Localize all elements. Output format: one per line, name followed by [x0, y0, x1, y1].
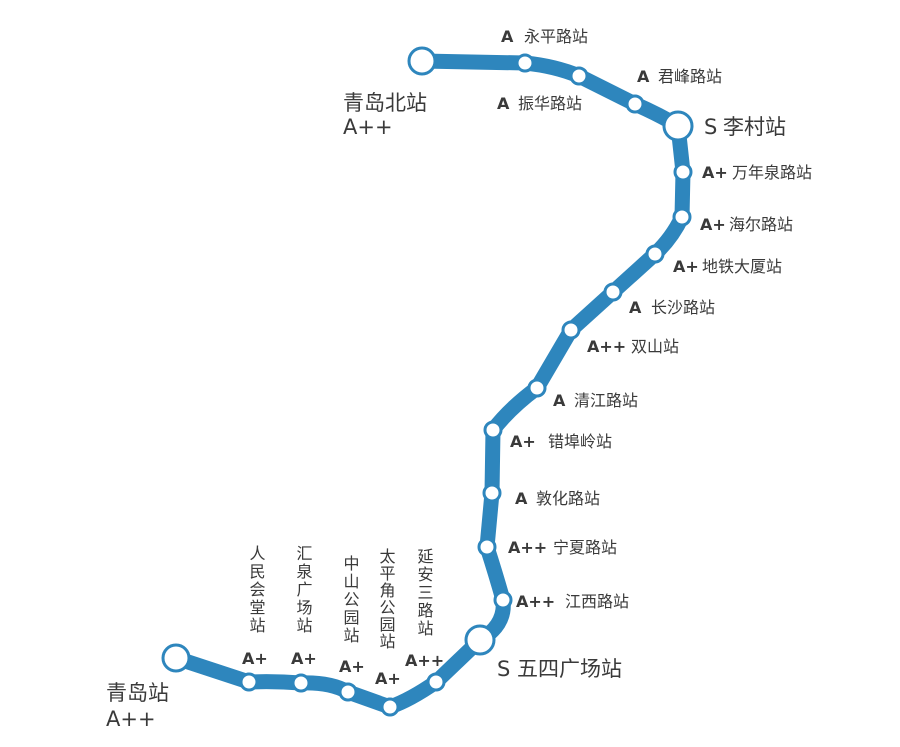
station-marker-wusi[interactable] — [464, 624, 496, 656]
station-name: 君峰路站 — [658, 67, 722, 86]
station-label-licun: S 李村站 — [704, 115, 786, 139]
station-label-huiquan: 汇泉广场站 A+ — [291, 545, 317, 668]
station-marker-qingdao[interactable] — [161, 643, 191, 673]
station-grade: A — [497, 94, 510, 113]
station-name-vertical: 人民会堂站 — [247, 545, 266, 635]
station-label-qingdao: 青岛站 A++ — [106, 681, 169, 731]
station-marker-yongping[interactable] — [515, 53, 535, 73]
station-grade: A+ — [339, 657, 365, 676]
station-marker-yanan[interactable] — [426, 672, 446, 692]
station-name: 海尔路站 — [729, 215, 793, 234]
station-grade: A+ — [700, 215, 726, 234]
station-grade: A — [629, 298, 642, 317]
station-label-zhenhua: A 振华路站 — [497, 94, 582, 113]
station-grade: A++ — [343, 115, 393, 139]
station-grade: A — [515, 489, 528, 508]
station-name-vertical: 汇泉广场站 — [294, 545, 313, 635]
station-label-haier: A+ 海尔路站 — [700, 215, 793, 234]
station-grade: A++ — [508, 538, 547, 557]
station-name-vertical: 中山公园站 — [341, 555, 360, 645]
station-grade: A++ — [106, 707, 156, 731]
station-label-cuobu: A+ 错埠岭站 — [510, 432, 612, 451]
station-name: 李村站 — [723, 115, 786, 139]
station-label-qingdaobei: 青岛北站 A++ — [343, 91, 427, 139]
station-name: 江西路站 — [565, 592, 629, 611]
station-marker-changsha[interactable] — [603, 282, 623, 302]
station-marker-licun[interactable] — [662, 110, 694, 142]
station-grade: A+ — [291, 649, 317, 668]
station-marker-junfeng[interactable] — [625, 94, 645, 114]
station-name: 敦化路站 — [536, 489, 600, 508]
station-label-renmin: 人民会堂站 A+ — [242, 545, 268, 668]
station-label-jiangxi: A++ 江西路站 — [516, 592, 629, 611]
station-name-vertical: 延安三路站 — [415, 548, 434, 638]
station-label-yongping: A 永平路站 — [501, 27, 588, 46]
station-name: 宁夏路站 — [553, 538, 617, 557]
station-label-qingjiang: A 清江路站 — [553, 391, 638, 410]
station-marker-haier[interactable] — [672, 207, 692, 227]
station-grade: A — [637, 67, 650, 86]
station-marker-qingjiang[interactable] — [527, 378, 547, 398]
station-label-taiping: 太平角公园站 A+ — [375, 548, 401, 688]
station-name: 双山站 — [631, 337, 679, 356]
station-marker-ditie[interactable] — [645, 244, 665, 264]
station-grade: A+ — [375, 669, 401, 688]
station-name: 长沙路站 — [651, 298, 715, 317]
station-grade: A — [501, 27, 514, 46]
station-label-dunhua: A 敦化路站 — [515, 489, 600, 508]
station-marker-shuangshan[interactable] — [561, 320, 581, 340]
station-markers — [161, 46, 694, 717]
station-grade: A++ — [516, 592, 555, 611]
station-marker-dunhua[interactable] — [482, 483, 502, 503]
station-name: 清江路站 — [574, 391, 638, 410]
station-name: 地铁大厦站 — [702, 257, 782, 276]
station-marker-renmin[interactable] — [239, 672, 259, 692]
station-marker-ningxia[interactable] — [477, 537, 497, 557]
station-marker-qingdaobei[interactable] — [407, 46, 437, 76]
station-marker-wanquan[interactable] — [673, 162, 693, 182]
station-label-changsha: A 长沙路站 — [629, 298, 715, 317]
station-grade: A++ — [587, 337, 626, 356]
station-name: 青岛站 — [106, 681, 169, 705]
station-grade: A+ — [702, 163, 728, 182]
station-name-vertical: 太平角公园站 — [377, 548, 396, 650]
station-grade: A — [553, 391, 566, 410]
station-grade: S — [497, 657, 510, 681]
station-name: 五四广场站 — [517, 657, 622, 681]
station-marker-zhongshan[interactable] — [338, 682, 358, 702]
station-name: 振华路站 — [518, 94, 582, 113]
station-grade: A++ — [405, 651, 444, 670]
station-marker-huiquan[interactable] — [291, 673, 311, 693]
station-label-wanquan: A+ 万年泉路站 — [702, 163, 812, 182]
station-label-ditie: A+ 地铁大厦站 — [673, 257, 782, 276]
station-label-junfeng: A 君峰路站 — [637, 67, 722, 86]
station-marker-cuobu[interactable] — [483, 420, 503, 440]
station-marker-taiping[interactable] — [380, 697, 400, 717]
station-marker-zhenhua[interactable] — [569, 66, 589, 86]
station-label-wusi: S 五四广场站 — [497, 657, 622, 681]
station-grade: A+ — [510, 432, 536, 451]
station-label-ningxia: A++ 宁夏路站 — [508, 538, 617, 557]
station-name: 错埠岭站 — [548, 432, 612, 451]
station-grade: A+ — [242, 649, 268, 668]
station-name: 永平路站 — [524, 27, 588, 46]
station-marker-jiangxi[interactable] — [493, 590, 513, 610]
station-grade: S — [704, 115, 717, 139]
station-name: 万年泉路站 — [732, 163, 812, 182]
station-label-yanan: 延安三路站 A++ — [405, 548, 444, 670]
station-label-zhongshan: 中山公园站 A+ — [339, 555, 365, 676]
station-label-shuangshan: A++ 双山站 — [587, 337, 679, 356]
station-grade: A+ — [673, 257, 699, 276]
station-name: 青岛北站 — [343, 91, 427, 115]
